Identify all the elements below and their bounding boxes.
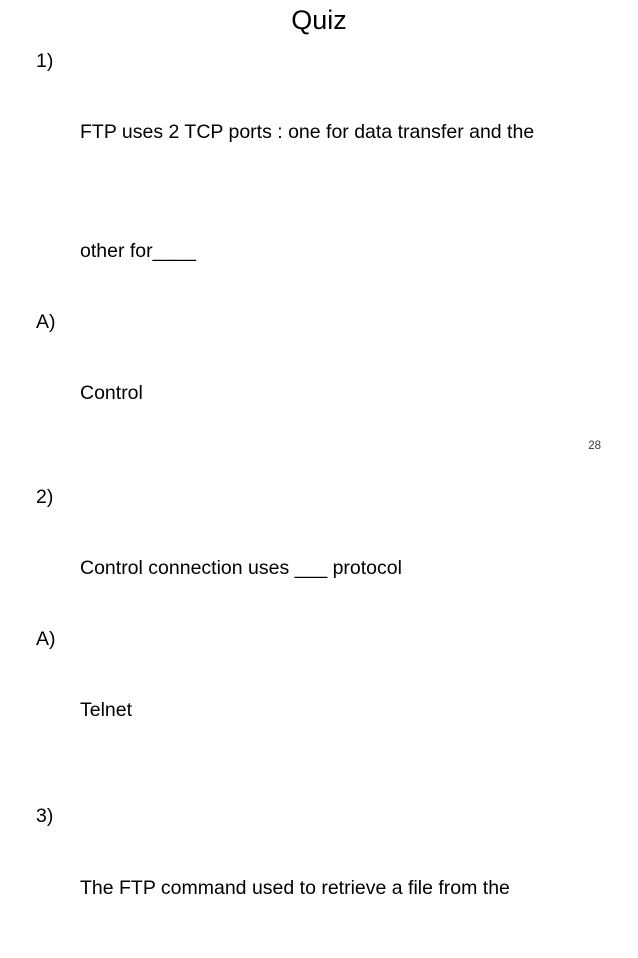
- question-text-line-1: FTP uses 2 TCP ports : one for data tran…: [80, 121, 535, 144]
- question-line: 3) The FTP command used to retrieve a fi…: [0, 805, 638, 947]
- question-marker-2: 2): [36, 485, 54, 508]
- slide-canvas: Quiz 1) FTP uses 2 TCP ports : one for d…: [36, 5, 601, 899]
- question-text-line-1: The FTP command used to retrieve a file …: [80, 876, 510, 899]
- question-text-line-1: Control connection uses ___ protocol: [80, 557, 402, 580]
- quiz-content: 1) FTP uses 2 TCP ports : one for data t…: [0, 50, 638, 958]
- answer-line: A) Telnet: [0, 628, 638, 770]
- block-spacer: [0, 453, 638, 486]
- quiz-item-1: 1) FTP uses 2 TCP ports : one for data t…: [0, 50, 638, 453]
- question-marker-3: 3): [36, 805, 54, 828]
- page-title: Quiz: [291, 5, 347, 35]
- question-text-line-2: other for____: [80, 239, 197, 262]
- question-line-continued: other for____: [0, 192, 638, 311]
- question-line: 2) Control connection uses ___ protocol: [0, 486, 638, 628]
- block-spacer: [0, 770, 638, 805]
- quiz-item-3: 3) The FTP command used to retrieve a fi…: [0, 805, 638, 958]
- quiz-item-2: 2) Control connection uses ___ protocol …: [0, 486, 638, 770]
- answer-marker-2: A): [36, 628, 56, 651]
- page-number: 28: [588, 440, 601, 452]
- answer-text-1: Control: [80, 381, 143, 404]
- question-marker-1: 1): [36, 50, 54, 72]
- answer-text-2: Telnet: [80, 699, 133, 722]
- answer-line: A) Control: [0, 311, 638, 453]
- answer-marker-1: A): [36, 310, 56, 333]
- question-line: 1) FTP uses 2 TCP ports : one for data t…: [0, 50, 638, 192]
- question-line-continued: remote computer is ___: [0, 948, 638, 958]
